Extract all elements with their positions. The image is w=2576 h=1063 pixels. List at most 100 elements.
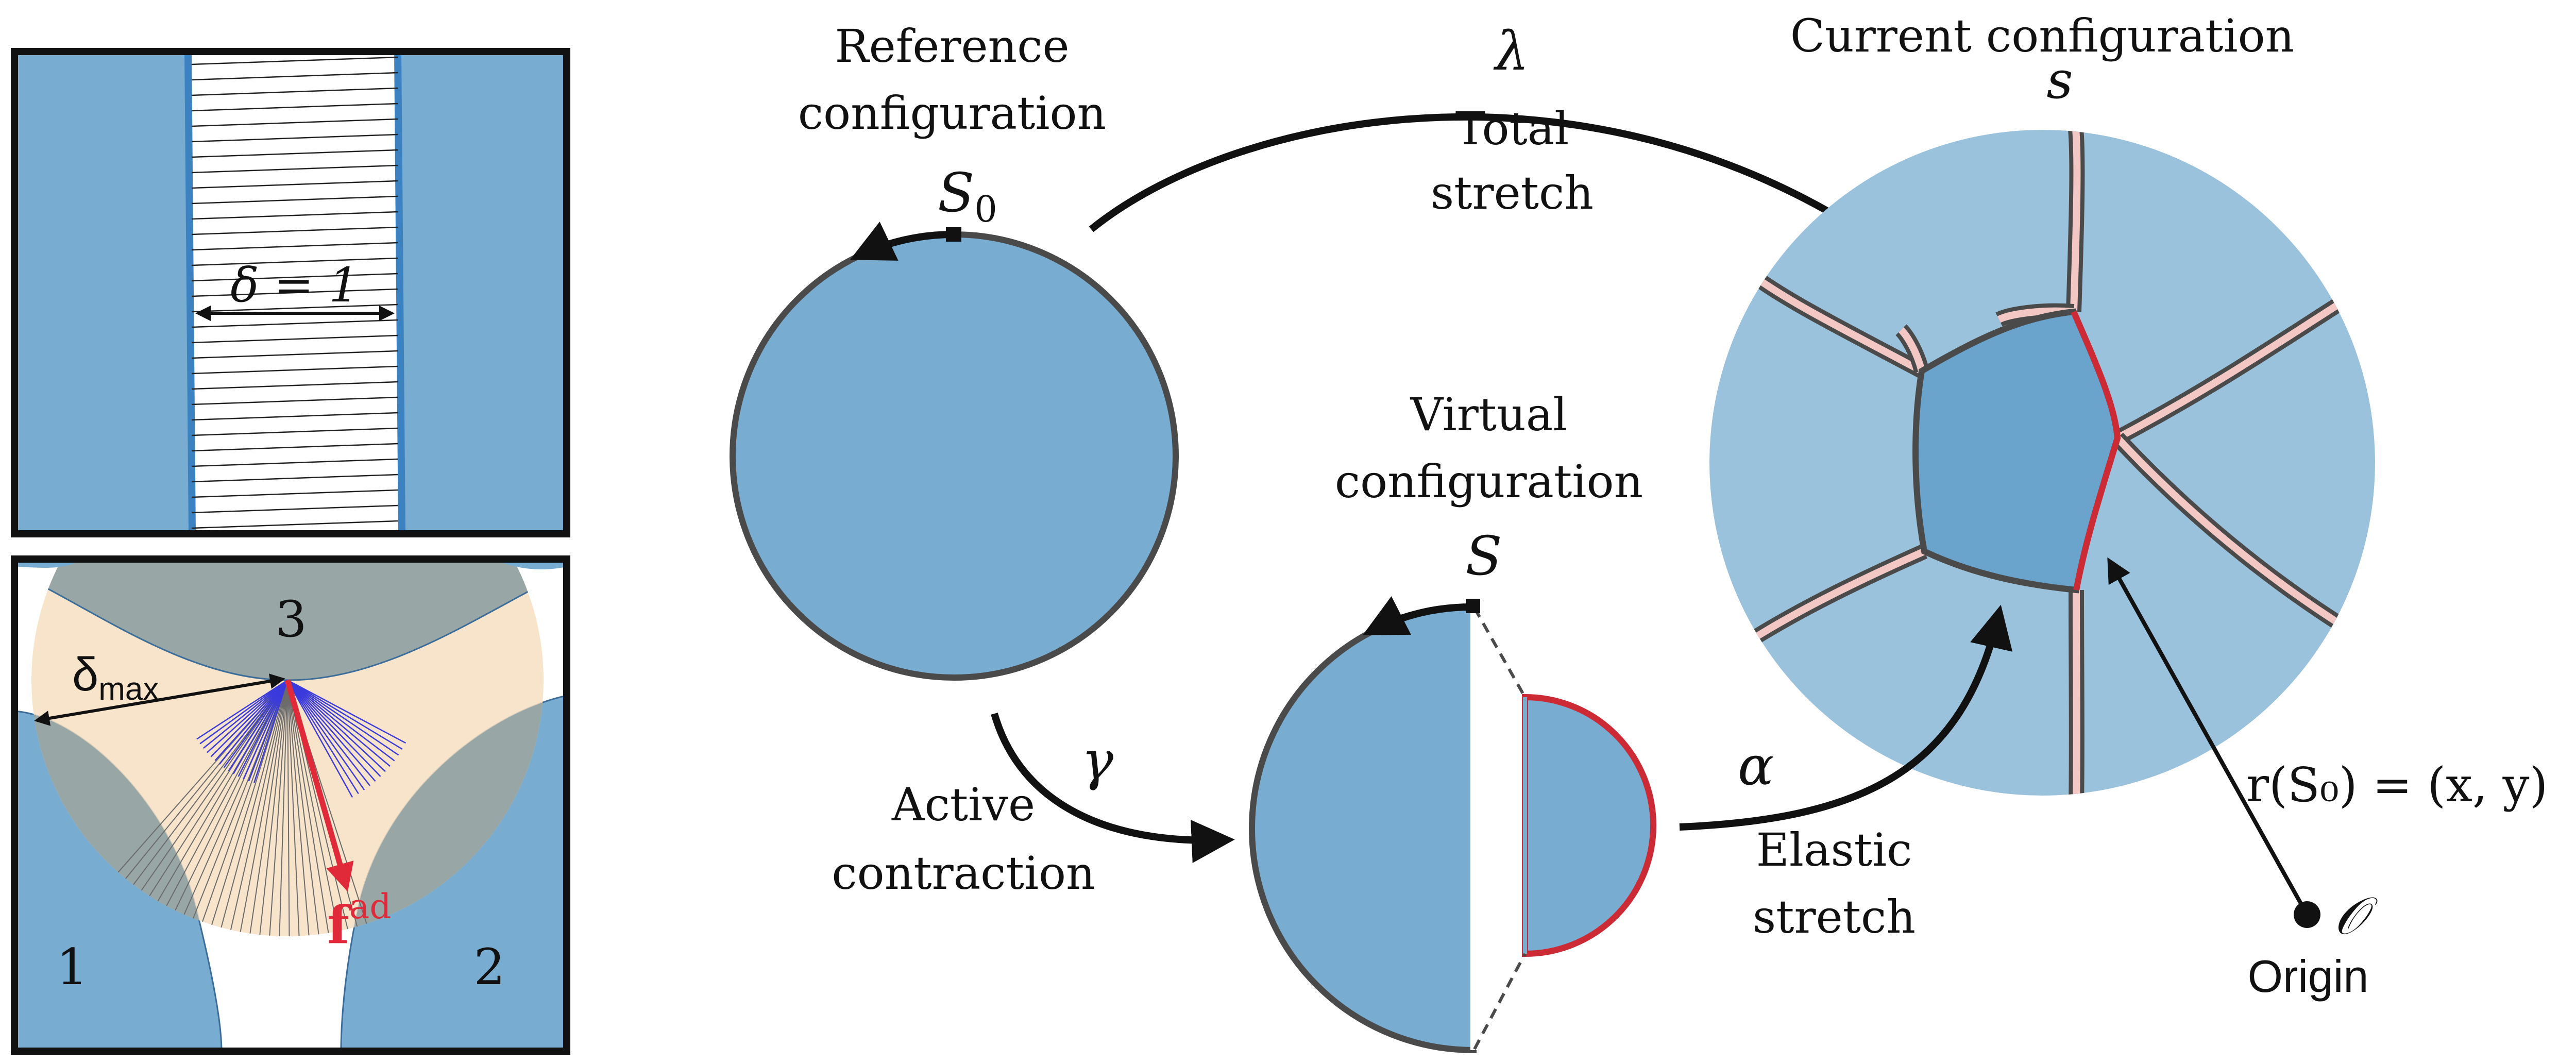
spring-line	[191, 273, 398, 282]
spring-line	[191, 458, 398, 467]
spring-line	[191, 211, 398, 220]
spring-line	[191, 489, 398, 498]
fan-line	[277, 680, 288, 936]
position-vector	[2107, 557, 2309, 916]
spring-line	[191, 412, 398, 421]
total-stretch-arrow	[1089, 113, 1964, 310]
cell-label-3: 3	[275, 590, 307, 648]
virtual-left-half	[1249, 603, 1477, 1054]
spring-line	[191, 396, 398, 406]
panel-bottom-adhesion-cone	[14, 559, 567, 1051]
spring-line	[191, 56, 398, 65]
reference-symbol-letter: S	[938, 161, 974, 224]
virtual-title-line2: configuration	[1335, 455, 1643, 508]
delta-label: δ = 1	[230, 258, 359, 313]
spring-line	[191, 288, 398, 297]
fan-line	[240, 680, 288, 936]
spring-line	[191, 164, 398, 174]
spring-line	[191, 474, 398, 483]
total-stretch-line1: Total	[1455, 102, 1569, 155]
fan-line-blue	[287, 680, 391, 767]
spring-line	[191, 87, 398, 96]
spring-line	[191, 242, 398, 251]
adhesion-force-arrow	[284, 679, 354, 892]
elastic-line1: Elastic	[1756, 823, 1912, 876]
reference-symbol-subscript: 0	[974, 188, 997, 230]
virtual-configuration	[1249, 596, 1656, 1054]
panel-top-frame	[11, 48, 570, 537]
force-superscript: ad	[349, 887, 392, 926]
origin-label: Origin	[2248, 951, 2369, 1002]
fan-line-blue	[287, 680, 371, 786]
membrane-edge-inner	[2073, 589, 2080, 796]
current-symbol: s	[2046, 50, 2073, 110]
fan-line-blue	[287, 680, 386, 772]
fan-line-blue	[287, 679, 399, 756]
virtual-origin-tick	[1466, 599, 1480, 613]
spring-line	[191, 118, 398, 127]
membrane-edge-inner	[1754, 275, 1924, 375]
membrane-edge-inner	[1755, 548, 1926, 639]
position-label: r(S₀) = (x, y)	[2246, 757, 2548, 813]
spring-line	[191, 180, 398, 189]
fan-line	[287, 680, 315, 936]
lambda-symbol: λ	[1493, 20, 1529, 82]
reference-arclength-arrow	[850, 222, 955, 261]
delta-max-subscript: max	[98, 671, 159, 707]
fan-line	[204, 680, 288, 936]
spring-line	[191, 72, 398, 81]
virtual-symbol: S	[1465, 525, 1502, 587]
force-symbol: f	[327, 895, 352, 955]
panel-bottom-frame	[11, 555, 570, 1055]
elastic-line2: stretch	[1753, 890, 1916, 943]
fan-line	[228, 680, 288, 936]
spring-line	[191, 504, 398, 514]
membrane-edge-inner	[1898, 327, 1925, 372]
reference-title-line2: configuration	[798, 87, 1106, 140]
reference-cell	[730, 231, 1179, 681]
fan-line-blue	[287, 680, 376, 782]
fan-line-blue	[286, 680, 353, 798]
spring-line	[191, 381, 398, 390]
current-title: Current configuration	[1790, 9, 2295, 62]
spring-line	[191, 195, 398, 205]
active-line2: contraction	[832, 847, 1095, 900]
active-line1: Active	[891, 778, 1035, 831]
cell-label-1: 1	[56, 938, 88, 996]
fan-line	[287, 680, 351, 936]
fan-line-blue	[287, 680, 381, 777]
virtual-dashed-bottom	[1473, 953, 1527, 1050]
reference-symbol: S0	[938, 161, 997, 230]
fan-line	[264, 680, 288, 936]
spring-line	[191, 319, 398, 328]
virtual-right-part	[1522, 694, 1656, 957]
delta-max-symbol: δ	[72, 648, 98, 701]
total-stretch-line2: stretch	[1431, 166, 1594, 220]
fan-line	[216, 680, 288, 936]
virtual-title-line1: Virtual	[1410, 388, 1568, 441]
spring-line	[191, 365, 398, 375]
fan-line-blue	[286, 680, 359, 795]
membrane-edge-inner	[2115, 301, 2341, 442]
spring-line	[191, 226, 398, 235]
origin-point	[2294, 901, 2320, 928]
active-contraction-arrow	[991, 713, 1235, 863]
spring-line	[191, 257, 398, 266]
force-label: fad	[327, 887, 392, 955]
spring-line	[191, 133, 398, 143]
spring-line	[191, 520, 398, 529]
reference-origin-tick	[946, 227, 961, 242]
alpha-symbol: α	[1738, 734, 1774, 797]
spring-line	[191, 149, 398, 158]
membrane-edge-inner	[2114, 435, 2341, 627]
fan-line	[287, 680, 303, 936]
fan-line-blue	[286, 680, 365, 790]
fan-line-blue	[287, 680, 395, 762]
virtual-arclength-arrow	[1363, 596, 1474, 635]
virtual-dashed-top	[1473, 607, 1527, 698]
delta-max-label: δmax	[72, 648, 159, 707]
gamma-symbol: γ	[1081, 729, 1114, 792]
fan-line-blue	[287, 679, 403, 750]
delta-max-arrow	[34, 673, 285, 726]
